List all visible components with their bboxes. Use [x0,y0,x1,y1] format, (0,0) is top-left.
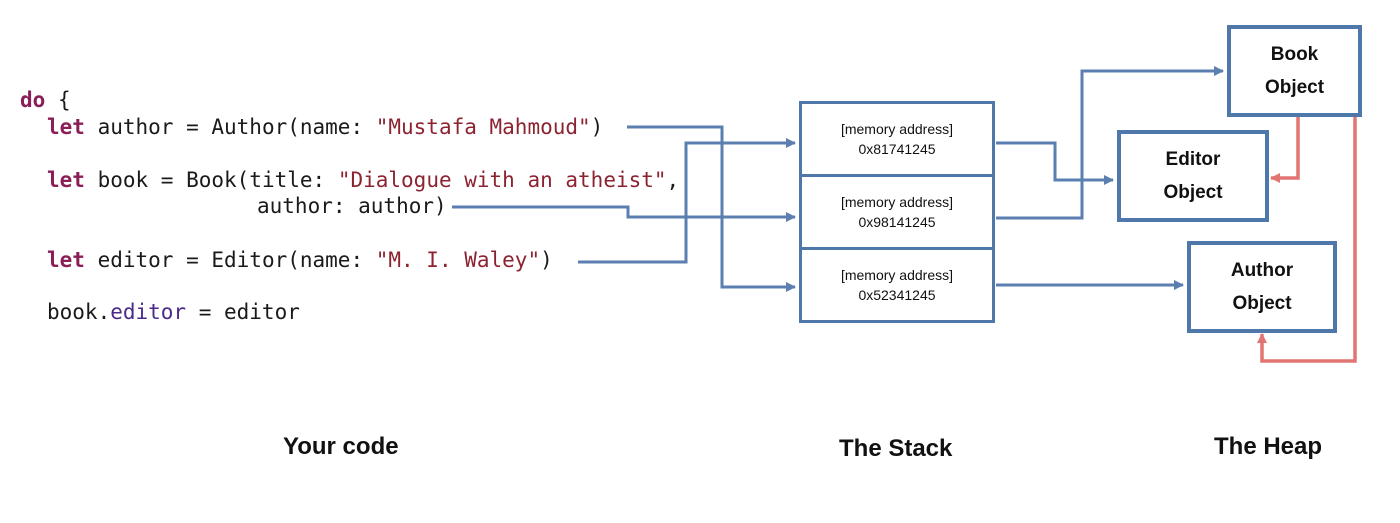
code-line-editor: let editor = Editor(name: "M. I. Waley") [47,247,553,273]
code-line-author: let author = Author(name: "Mustafa Mahmo… [47,114,603,140]
code-text: , [666,168,680,192]
code-text: author = Author(name: [84,115,376,139]
book-to-author-arrow [1257,117,1357,363]
heap-object-kind: Object [1232,293,1292,314]
code-text: ) [540,248,553,272]
stack-slot-label: [memory address] [840,121,954,137]
author-var-arrow [627,125,796,292]
string-literal: "M. I. Waley" [375,248,541,272]
book-var-arrow [452,205,796,222]
code-text: = editor [186,300,300,324]
stack-to-editor-arrow [996,141,1114,185]
stack-slot-address: 0x52341245 [858,287,936,303]
code-line-book: let book = Book(title: "Dialogue with an… [47,167,679,193]
property-editor: editor [110,300,187,324]
stack-to-book-arrow [996,66,1224,220]
heap-object-name: Book [1270,44,1319,65]
keyword-let: let [47,248,85,272]
caption-the-stack: The Stack [839,435,953,462]
code-text: ) [590,115,604,139]
stack-slot-address: 0x81741245 [858,141,936,157]
string-literal: "Dialogue with an atheist" [337,168,667,192]
stack-slot-address: 0x98141245 [858,214,936,230]
caption-the-heap: The Heap [1214,433,1323,460]
code-line-book-cont: author: author) [257,193,447,219]
book-to-editor-arrow [1270,117,1300,183]
heap-object-name: Editor [1165,149,1221,170]
code-line-assign: book.editor = editor [47,299,300,325]
code-text: { [45,88,71,112]
heap-book-object: Book Object [1227,25,1362,117]
stack-slot-label: [memory address] [840,194,954,210]
stack-slot-author: [memory address] 0x52341245 [799,247,995,323]
stack-slot-editor: [memory address] 0x81741245 [799,101,995,177]
stack-slot-book: [memory address] 0x98141245 [799,174,995,250]
heap-object-kind: Object [1163,182,1223,203]
string-literal: "Mustafa Mahmoud" [375,115,591,139]
heap-object-kind: Object [1264,77,1325,98]
keyword-let: let [47,115,85,139]
code-text: editor = Editor(name: [84,248,376,272]
heap-editor-object: Editor Object [1117,130,1269,222]
keyword-do: do [20,88,46,112]
stack-slot-label: [memory address] [840,267,954,283]
editor-var-arrow [578,138,796,264]
code-text: book = Book(title: [84,168,338,192]
code-line-do: do { [20,87,71,113]
code-text: book. [47,300,111,324]
heap-object-name: Author [1230,260,1294,281]
keyword-let: let [47,168,85,192]
caption-your-code: Your code [283,433,399,460]
heap-author-object: Author Object [1187,241,1337,333]
code-text: author: author) [257,194,447,218]
